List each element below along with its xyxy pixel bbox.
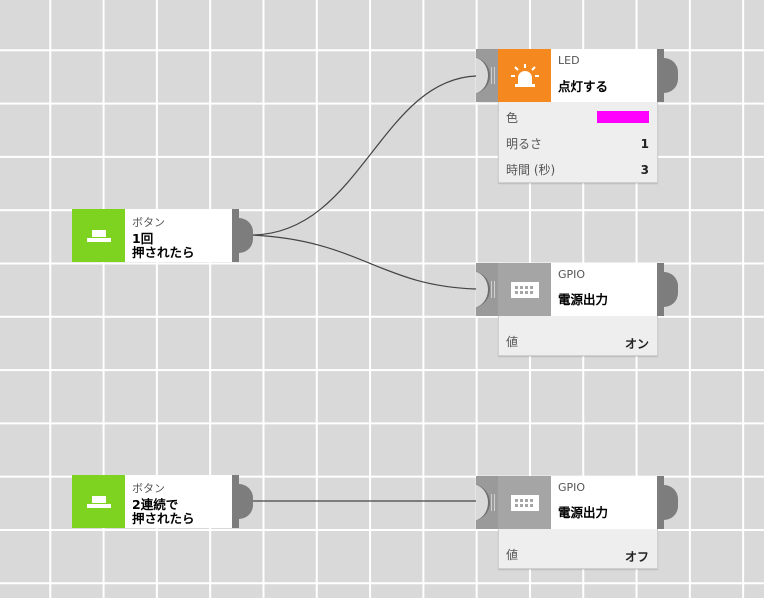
block-title-line1: 1回 <box>132 231 154 246</box>
param-row-value[interactable]: 値 オン <box>499 328 657 354</box>
gpio-block-off[interactable]: GPIO 電源出力 値 オフ <box>476 476 678 569</box>
push-button-icon <box>86 495 111 508</box>
param-value: 1 <box>640 137 649 151</box>
output-connector[interactable] <box>664 485 678 520</box>
param-label: 色 <box>506 111 519 125</box>
gpio-connector-icon <box>510 281 539 298</box>
param-value: 3 <box>640 163 649 177</box>
block-title: 点灯する <box>558 79 609 94</box>
param-label: 値 <box>506 548 519 562</box>
output-connector[interactable] <box>664 272 678 307</box>
param-value: オン <box>624 337 649 351</box>
output-connector[interactable] <box>239 218 253 253</box>
block-title-line2: 押されたら <box>132 245 195 260</box>
input-connector[interactable] <box>476 263 498 316</box>
led-block[interactable]: LED 点灯する 色 明るさ 1 時間 (秒) 3 <box>476 49 678 183</box>
param-row-color[interactable]: 色 <box>499 104 657 130</box>
block-title-line2: 押されたら <box>132 511 195 526</box>
gpio-parameters: 値 オフ <box>498 529 658 569</box>
block-title: 電源出力 <box>558 505 609 520</box>
block-title: 電源出力 <box>558 292 609 307</box>
output-connector[interactable] <box>239 484 253 519</box>
button-block-single-press[interactable]: ボタン 1回 押されたら <box>72 209 253 262</box>
param-row-value[interactable]: 値 オフ <box>499 541 657 567</box>
param-row-brightness[interactable]: 明るさ 1 <box>499 130 657 156</box>
alarm-light-icon <box>510 63 539 87</box>
block-category: GPIO <box>558 268 586 281</box>
push-button-icon <box>86 229 111 242</box>
block-category: ボタン <box>132 216 165 229</box>
input-connector[interactable] <box>476 49 498 102</box>
gpio-icon-tile <box>498 263 551 316</box>
gpio-icon-tile <box>498 476 551 529</box>
input-connector[interactable] <box>476 476 498 529</box>
output-bar <box>657 263 664 316</box>
param-value: オフ <box>624 550 649 564</box>
gpio-parameters: 値 オン <box>498 316 658 356</box>
block-category: ボタン <box>132 482 165 495</box>
button-block-double-press[interactable]: ボタン 2連続で 押されたら <box>72 475 253 528</box>
param-label: 時間 (秒) <box>506 163 556 177</box>
block-category: LED <box>558 54 580 67</box>
output-bar <box>657 49 664 102</box>
led-parameters: 色 明るさ 1 時間 (秒) 3 <box>498 102 658 183</box>
wire-button1-to-led[interactable] <box>250 75 477 236</box>
param-label: 値 <box>506 335 519 349</box>
button-icon-tile <box>72 209 125 262</box>
block-category: GPIO <box>558 481 586 494</box>
wire-button1-to-gpio1[interactable] <box>250 234 477 290</box>
button-icon-tile <box>72 475 125 528</box>
output-bar <box>232 475 239 528</box>
led-icon-tile <box>498 49 551 102</box>
param-row-duration[interactable]: 時間 (秒) 3 <box>499 156 657 182</box>
output-bar <box>657 476 664 529</box>
gpio-connector-icon <box>510 494 539 511</box>
output-connector[interactable] <box>664 58 678 93</box>
output-bar <box>232 209 239 262</box>
block-title-line1: 2連続で <box>132 497 179 512</box>
param-label: 明るさ <box>506 137 543 151</box>
gpio-block-on[interactable]: GPIO 電源出力 値 オン <box>476 263 678 356</box>
color-swatch[interactable] <box>597 111 649 123</box>
